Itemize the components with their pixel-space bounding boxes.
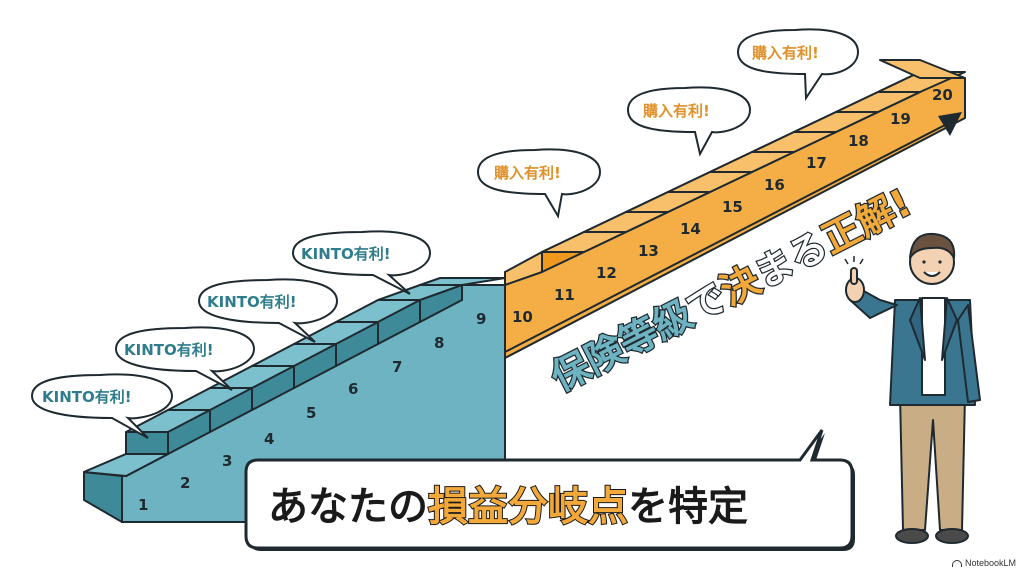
orange-staircase xyxy=(504,59,966,359)
headline-break-even-point: 損益分岐点 xyxy=(428,484,628,530)
step-number-1: 1 xyxy=(138,496,148,514)
notebooklm-logo-icon xyxy=(951,559,962,567)
buy-bubble-2-text: 購入有利! xyxy=(642,102,710,120)
notebooklm-watermark: NotebookLM xyxy=(951,558,1016,568)
step-number-4: 4 xyxy=(264,430,274,448)
buy-bubble-3: 購入有利! xyxy=(736,28,860,102)
step-number-16: 16 xyxy=(764,176,785,194)
watermark-text: NotebookLM xyxy=(964,558,1016,568)
step-numbers: 1 2 3 4 5 6 7 8 9 10 11 12 13 14 15 16 1… xyxy=(138,86,953,514)
step-number-14: 14 xyxy=(680,220,701,238)
kinto-bubble-1: KINTO有利! xyxy=(30,373,174,439)
arrow-head-icon xyxy=(938,112,962,136)
buy-bubbles: 購入有利! 購入有利! 購入有利! xyxy=(476,28,860,219)
step-number-15: 15 xyxy=(722,198,743,216)
buy-bubble-3-text: 購入有利! xyxy=(751,44,819,62)
sparkle-icon xyxy=(844,256,864,265)
headline-callout: あなたの損益分岐点を特定 xyxy=(244,429,855,551)
step-number-10: 10 xyxy=(512,308,533,326)
kinto-bubble-4-text: KINTO有利! xyxy=(301,245,391,263)
kinto-bubble-4: KINTO有利! xyxy=(291,230,432,295)
step-number-9: 9 xyxy=(476,310,486,328)
headline-prefix: あなたの xyxy=(268,484,428,530)
svg-text:あなたの損益分岐点を特定: あなたの損益分岐点を特定 xyxy=(268,484,748,530)
step-number-6: 6 xyxy=(348,380,358,398)
step-number-2: 2 xyxy=(180,474,190,492)
step-number-19: 19 xyxy=(890,110,911,128)
step-number-13: 13 xyxy=(638,242,659,260)
step-number-7: 7 xyxy=(392,358,402,376)
buy-bubble-1-text: 購入有利! xyxy=(493,164,561,182)
kinto-bubble-3-text: KINTO有利! xyxy=(207,293,297,311)
buy-bubble-2: 購入有利! xyxy=(626,86,752,157)
step-number-11: 11 xyxy=(554,286,575,304)
step-number-3: 3 xyxy=(222,452,232,470)
kinto-bubble-1-text: KINTO有利! xyxy=(42,388,132,406)
step-number-8: 8 xyxy=(434,334,444,352)
kinto-bubble-3: KINTO有利! xyxy=(197,278,339,343)
businessman-illustration xyxy=(845,232,981,544)
buy-bubble-1: 購入有利! xyxy=(476,148,602,219)
step-number-18: 18 xyxy=(848,132,869,150)
kinto-bubble-2: KINTO有利! xyxy=(114,326,256,391)
step-number-20: 20 xyxy=(932,86,953,104)
step-number-12: 12 xyxy=(596,264,617,282)
kinto-bubble-2-text: KINTO有利! xyxy=(124,341,214,359)
step-number-5: 5 xyxy=(306,404,316,422)
kinto-bubbles: KINTO有利! KINTO有利! KINTO有利! KINTO有利! xyxy=(30,230,432,439)
headline-suffix: を特定 xyxy=(628,484,748,530)
step-number-17: 17 xyxy=(806,154,827,172)
